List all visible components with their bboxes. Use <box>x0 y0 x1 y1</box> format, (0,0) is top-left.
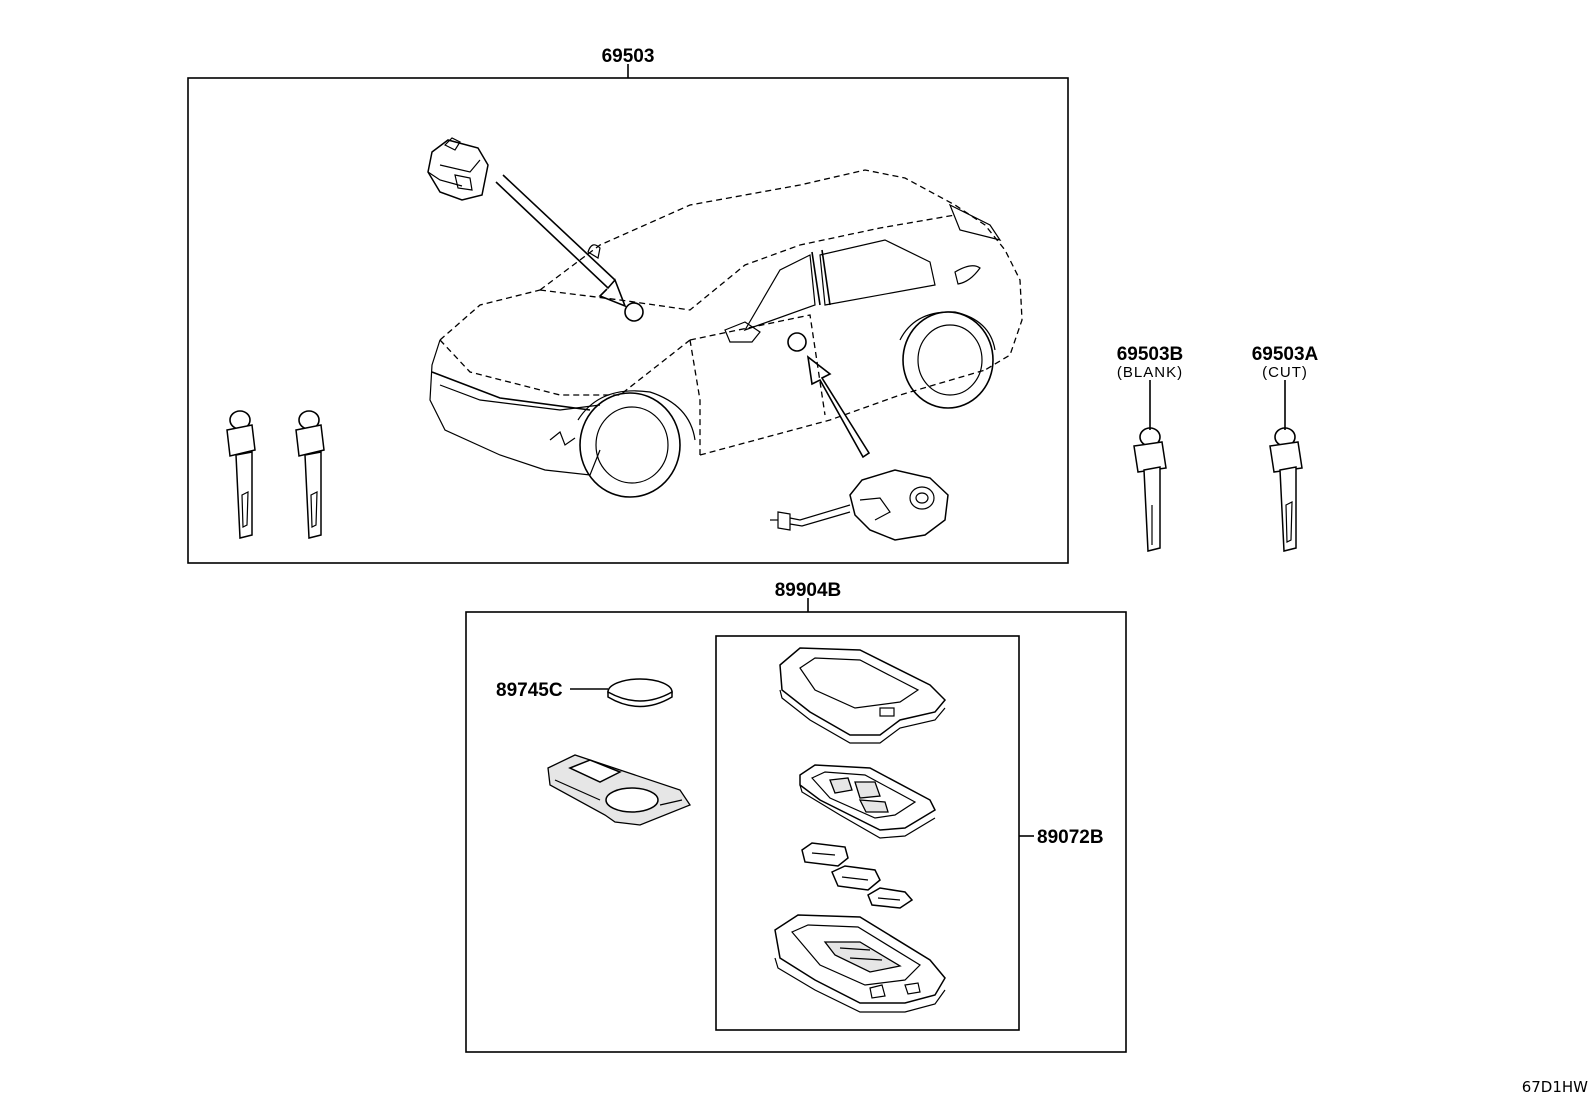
car-rear-light <box>954 265 981 285</box>
ignition-lock-cylinder <box>427 137 489 201</box>
car-side-body <box>689 339 986 456</box>
arrow-to-door-lock <box>806 355 871 459</box>
figure-code: 67D1HW <box>1522 1078 1588 1096</box>
label-blank-note: (BLANK) <box>1117 364 1183 381</box>
rubber-keypad <box>799 764 936 839</box>
key-cut-part <box>1269 427 1303 552</box>
label-cut-note: (CUT) <box>1262 364 1308 381</box>
transmitter-set-frame <box>465 611 1127 1053</box>
circuit-board <box>547 754 691 826</box>
car-rear-wheel <box>899 311 996 409</box>
key-cut-group: 69503A (CUT) <box>1252 344 1319 552</box>
transmitter-set-group: 89904B <box>465 580 1127 1053</box>
coin-battery <box>607 678 673 708</box>
ignition-location-marker <box>624 302 644 322</box>
car-rear-spoiler <box>948 203 1002 241</box>
housing-top-cover <box>779 647 947 744</box>
key-blank-part <box>1133 427 1167 552</box>
car-b-pillar-2 <box>821 249 831 306</box>
label-89072B[interactable]: 89072B <box>1037 827 1104 848</box>
car-roof-line <box>539 169 1023 371</box>
label-69503A[interactable]: 69503A <box>1252 344 1319 365</box>
car-side-mirror <box>724 321 761 343</box>
arrow-to-ignition <box>495 174 627 308</box>
car-cabin-window <box>743 254 816 332</box>
key-set-group: 69503 <box>187 46 1069 564</box>
car-front-grille <box>439 384 601 411</box>
car-fog-light <box>549 431 576 446</box>
door-lock-cylinder <box>770 469 949 541</box>
label-69503[interactable]: 69503 <box>602 46 655 67</box>
key-1 <box>226 410 256 539</box>
label-89904B[interactable]: 89904B <box>775 580 842 601</box>
car-rear-window <box>819 239 936 306</box>
car-b-pillar <box>811 251 821 306</box>
car-front-wheel <box>577 390 696 498</box>
transmitter-housing-frame <box>715 635 1020 1031</box>
label-69503B[interactable]: 69503B <box>1117 344 1184 365</box>
car-headlight <box>431 371 591 411</box>
key-2 <box>295 410 325 539</box>
key-blank-group: 69503B (BLANK) <box>1117 344 1184 552</box>
car-hood <box>439 289 691 396</box>
car-antenna <box>587 244 601 259</box>
transmitter-housing-group: 89072B <box>715 635 1104 1031</box>
car-windshield <box>539 214 956 311</box>
button-parts <box>801 842 914 909</box>
label-89745C[interactable]: 89745C <box>496 680 563 701</box>
car-illustration <box>429 169 1023 498</box>
housing-bottom-case <box>774 914 946 1013</box>
battery-group: 89745C <box>496 678 673 708</box>
door-lock-location-marker <box>787 332 807 352</box>
car-door-line <box>689 314 826 416</box>
car-front-bumper <box>429 339 601 476</box>
